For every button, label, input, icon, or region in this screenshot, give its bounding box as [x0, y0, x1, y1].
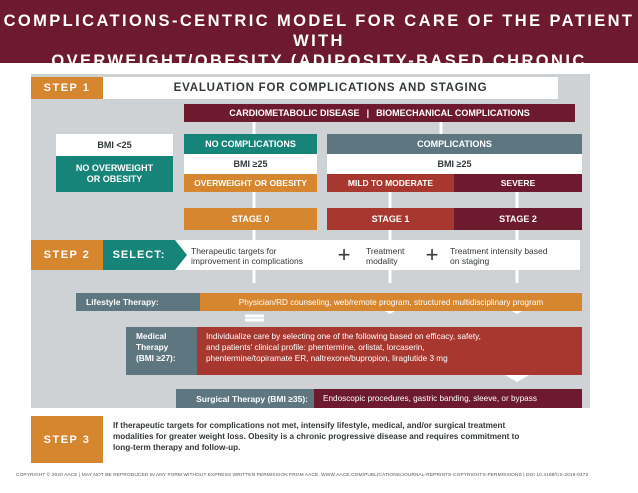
- step3-text-line3: long-term therapy and follow-up.: [113, 443, 241, 452]
- step3-text-line1: If therapeutic targets for complications…: [113, 421, 506, 430]
- medical-text: Individualize care by selecting one of t…: [197, 327, 582, 375]
- target-3: Treatment intensity based on staging: [450, 246, 578, 266]
- stage-1: STAGE 1: [327, 208, 454, 230]
- plus-sign-2: +: [425, 242, 439, 267]
- stage-0: STAGE 0: [184, 208, 317, 230]
- cardiometabolic-label: CARDIOMETABOLIC DISEASE: [229, 108, 360, 118]
- bmi-ge25-complications: BMI ≥25: [327, 154, 582, 174]
- target-1-line2: improvement in complications: [191, 256, 303, 266]
- divider: |: [366, 108, 370, 118]
- overweight-or-obesity: OVERWEIGHT OR OBESITY: [184, 174, 317, 192]
- lifestyle-text: Physician/RD counseling, web/remote prog…: [200, 293, 582, 311]
- lifestyle-label: Lifestyle Therapy:: [76, 293, 200, 311]
- complications-header: COMPLICATIONS: [327, 134, 582, 154]
- select-arrow-shape: [103, 240, 187, 270]
- biomechanical-label: BIOMECHANICAL COMPLICATIONS: [376, 108, 530, 118]
- target-1-line1: Therapeutic targets for: [191, 246, 277, 256]
- step3-text-line2: modalities for greater weight loss. Obes…: [113, 432, 520, 441]
- step3-text: If therapeutic targets for complications…: [113, 420, 583, 453]
- medical-text-line3: phentermine/topiramate ER, naltrexone/bu…: [206, 354, 448, 363]
- bmi-under-25: BMI <25: [56, 134, 173, 156]
- surgical-label: Surgical Therapy (BMI ≥35):: [176, 389, 314, 408]
- severe: SEVERE: [454, 174, 582, 192]
- surgical-text: Endoscopic procedures, gastric banding, …: [314, 389, 582, 408]
- step1-label: STEP 1: [31, 77, 103, 99]
- medical-text-line1: Individualize care by selecting one of t…: [206, 332, 481, 341]
- copyright-footer: COPYRIGHT © 2020 AACE | MAY NOT BE REPRO…: [16, 473, 589, 478]
- bmi-ge25-no-complications: BMI ≥25: [184, 154, 317, 174]
- medical-label-line3: (BMI ≥27):: [136, 353, 176, 363]
- step1-heading: EVALUATION FOR COMPLICATIONS AND STAGING: [103, 77, 558, 99]
- target-2-line2: modality: [366, 256, 398, 266]
- medical-label: Medical Therapy (BMI ≥27):: [126, 327, 197, 375]
- target-3-line2: on staging: [450, 256, 490, 266]
- target-1: Therapeutic targets for improvement in c…: [191, 246, 331, 266]
- mild-to-moderate: MILD TO MODERATE: [327, 174, 454, 192]
- step3-label: STEP 3: [31, 416, 103, 463]
- title-banner: COMPLICATIONS-CENTRIC MODEL FOR CARE OF …: [0, 0, 638, 90]
- no-overweight-line2: OR OBESITY: [86, 174, 143, 184]
- no-overweight-line1: NO OVERWEIGHT: [75, 163, 154, 173]
- select-label: SELECT:: [112, 249, 166, 261]
- title-line-1: COMPLICATIONS-CENTRIC MODEL FOR CARE OF …: [3, 12, 635, 50]
- target-3-line1: Treatment intensity based: [450, 246, 548, 256]
- no-overweight-box: NO OVERWEIGHT OR OBESITY: [56, 156, 173, 192]
- stage-2: STAGE 2: [454, 208, 582, 230]
- medical-text-line2: and patients' clinical profile: phenterm…: [206, 343, 425, 352]
- no-complications: NO COMPLICATIONS: [184, 134, 317, 154]
- medical-label-line1: Medical: [136, 331, 167, 341]
- plus-sign-1: +: [337, 242, 351, 267]
- medical-label-line2: Therapy: [136, 342, 169, 352]
- disease-header: CARDIOMETABOLIC DISEASE | BIOMECHANICAL …: [184, 104, 575, 122]
- target-2: Treatment modality: [366, 246, 426, 266]
- target-2-line1: Treatment: [366, 246, 405, 256]
- step2-label: STEP 2: [31, 240, 103, 270]
